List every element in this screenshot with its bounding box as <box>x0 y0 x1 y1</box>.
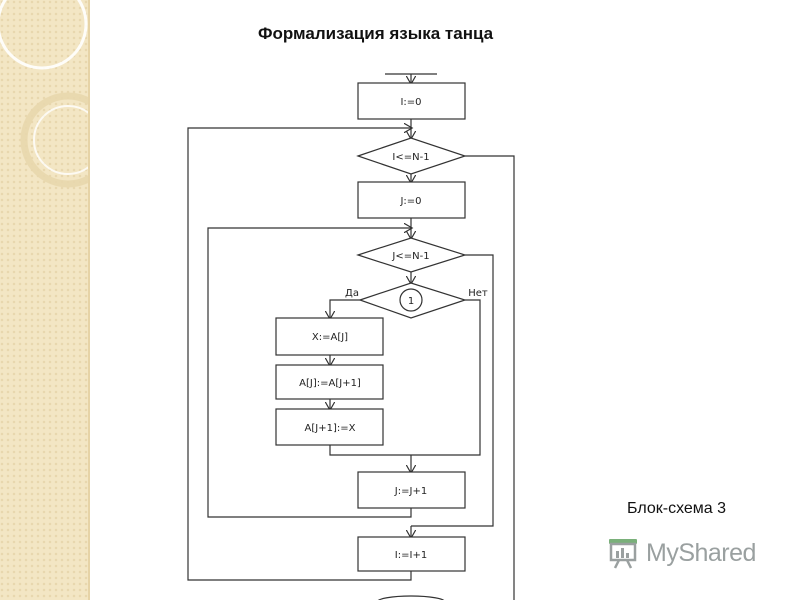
no-label: Нет <box>468 288 488 299</box>
swap-3-label: A[J+1]:=X <box>305 423 356 434</box>
cond-j-exit-line <box>411 254 494 527</box>
logo-text: MyShared <box>646 538 756 567</box>
init-i-box <box>357 82 466 120</box>
inner-loop-back <box>207 228 411 518</box>
cond-i-exit-line <box>465 155 515 600</box>
decorative-circles <box>0 0 88 188</box>
connector-circle <box>399 288 423 312</box>
swap-3-box <box>275 408 384 446</box>
swap-2-box <box>275 364 384 400</box>
inc-j-label: J:=J+1 <box>394 486 427 497</box>
yes-label: Да <box>345 288 359 299</box>
decorative-side-strip <box>0 0 90 600</box>
diagram-caption: Блок-схема 3 <box>627 500 727 517</box>
watermark-logo: MyShared <box>606 534 766 572</box>
slide-title: Формализация языка танца <box>258 24 494 43</box>
init-i-label: I:=0 <box>400 97 421 108</box>
connector-label: 1 <box>408 296 414 307</box>
join-yes-line <box>329 445 411 456</box>
cond-j-label: J<=N-1 <box>391 251 429 262</box>
arrow-yes-branch <box>330 299 360 318</box>
cond-j-diamond <box>356 237 467 273</box>
cond-i-label: I<=N-1 <box>392 152 429 163</box>
init-j-label: J:=0 <box>399 196 421 207</box>
inc-i-box <box>357 536 466 572</box>
swap-2-label: A[J]:=A[J+1] <box>299 378 361 389</box>
swap-1-box <box>275 317 384 356</box>
cond-i-diamond <box>356 137 467 175</box>
inc-i-label: I:=I+1 <box>395 550 427 561</box>
swap-1-label: X:=A[J] <box>312 332 348 343</box>
inc-j-box <box>357 471 466 509</box>
init-j-box <box>357 181 466 219</box>
presentation-board-icon <box>609 539 637 569</box>
outer-loop-back <box>187 128 411 581</box>
terminator-ellipse <box>377 595 445 600</box>
no-branch-line <box>411 299 481 456</box>
